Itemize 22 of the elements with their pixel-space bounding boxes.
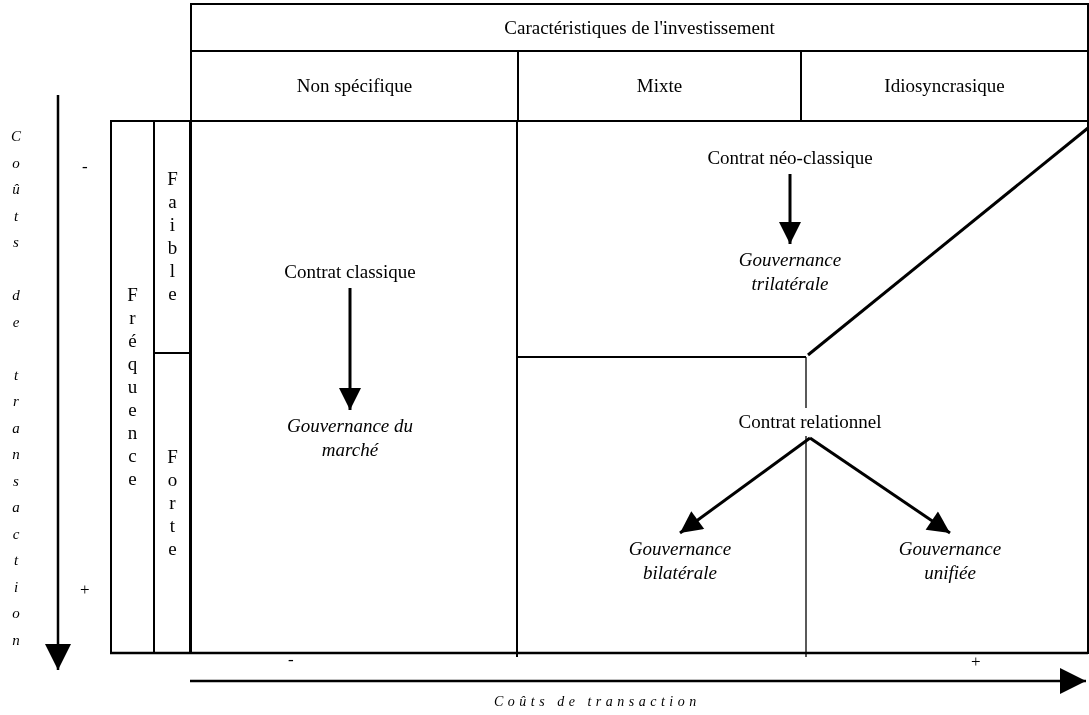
- minus-sign: -: [288, 650, 294, 670]
- governance-label: Gouvernance bilatérale: [595, 535, 765, 587]
- header-cell: Caractéristiques de l'investissement: [190, 3, 1089, 52]
- governance-label: Gouvernance unifiée: [880, 535, 1020, 587]
- arrow: [779, 174, 801, 244]
- vertical-text: Forte: [163, 445, 182, 561]
- minus-sign: -: [82, 157, 88, 177]
- vertical-text: Fréquence: [123, 283, 142, 491]
- vertical-text: Faible: [163, 168, 182, 306]
- contract-label: Contrat classique: [250, 258, 450, 286]
- governance-label: Gouvernance trilatérale: [700, 246, 880, 298]
- governance-label: Gouvernance du marché: [270, 412, 430, 464]
- axis-label: Coûts de transaction: [8, 128, 23, 658]
- axis-label: Coûts de transaction: [494, 694, 701, 710]
- row-header-cell: [110, 120, 155, 654]
- plus-sign: +: [80, 580, 90, 600]
- arrow: [339, 288, 361, 410]
- arrow: [679, 436, 811, 535]
- contract-label: Contrat néo-classique: [670, 144, 910, 172]
- row-header-cell: [153, 120, 192, 354]
- arrow: [809, 436, 951, 535]
- plus-sign: +: [971, 652, 981, 672]
